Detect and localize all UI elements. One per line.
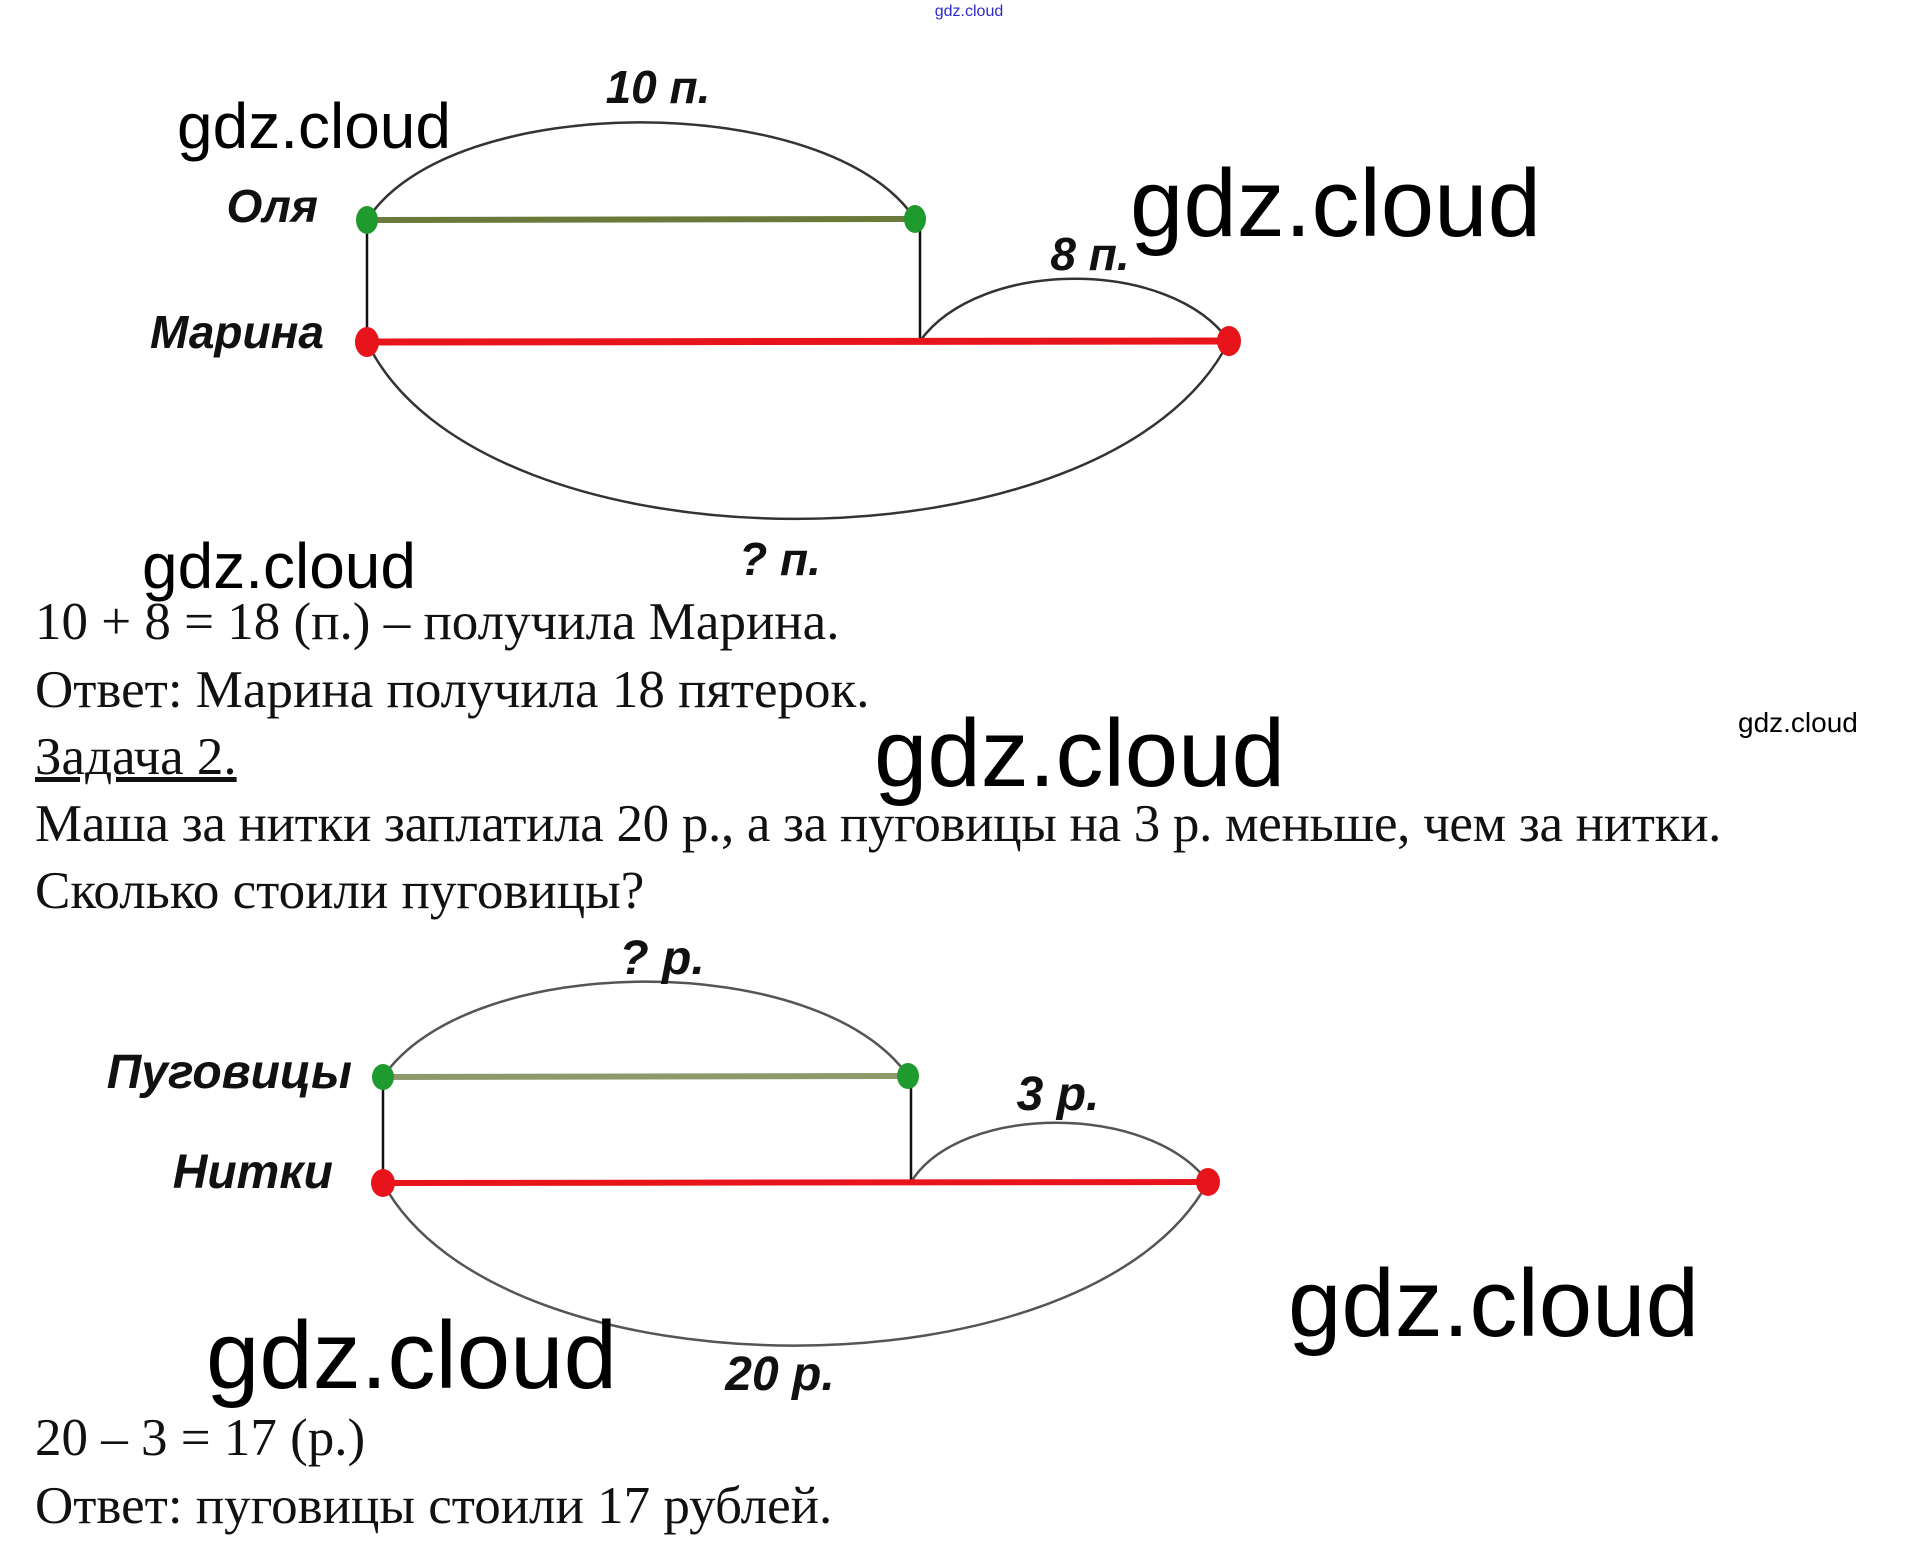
arc-difference [918, 277, 1231, 342]
watermark: gdz.cloud [874, 700, 1285, 807]
watermark: gdz.cloud [177, 90, 451, 162]
label-bottom-arc: ? п. [739, 533, 821, 585]
point-red [371, 1169, 395, 1197]
watermark: gdz.cloud [206, 1302, 617, 1409]
label-buttons: Пуговицы [107, 1046, 352, 1099]
label-diff-arc: 8 п. [1050, 228, 1129, 280]
watermark: gdz.cloud [1130, 150, 1541, 257]
point-green [356, 206, 378, 234]
label-bottom-arc: 20 р. [724, 1348, 834, 1401]
watermark: gdz.cloud [1738, 707, 1858, 738]
task2-title: Задача 2. [35, 728, 237, 786]
point-green [904, 205, 926, 233]
task1-solution: 10 + 8 = 18 (п.) – получила Марина. [35, 593, 840, 651]
arc-bottom [381, 1181, 1210, 1347]
task2-answer: Ответ: пуговицы стоили 17 рублей. [35, 1477, 833, 1535]
point-red [1217, 326, 1241, 356]
point-red [355, 327, 379, 357]
watermark-small-top: gdz.cloud [935, 3, 1004, 20]
segment-buttons [382, 1073, 909, 1080]
label-diff-arc: 3 р. [1017, 1068, 1100, 1121]
point-green [372, 1064, 394, 1090]
watermark: gdz.cloud [142, 530, 416, 602]
arc-difference [909, 1121, 1210, 1183]
label-top-arc: ? р. [619, 932, 704, 985]
task1-answer: Ответ: Марина получила 18 пятерок. [35, 661, 870, 719]
task2-condition-line2: Сколько стоили пуговицы? [35, 862, 645, 920]
diagram-task2: Пуговицы Нитки ? р. 3 р. 20 р. [107, 932, 1220, 1401]
arc-top [365, 121, 917, 221]
segment-threads [382, 1179, 1209, 1186]
arc-top [381, 980, 910, 1078]
task2-solution: 20 – 3 = 17 (р.) [35, 1409, 366, 1467]
label-threads: Нитки [173, 1146, 333, 1199]
point-red [1196, 1168, 1220, 1196]
arc-bottom [365, 340, 1231, 520]
label-olya: Оля [227, 180, 318, 232]
task2-condition-line1: Маша за нитки заплатила 20 р., а за пуго… [35, 795, 1722, 853]
diagram-task1: Оля Марина 10 п. 8 п. ? п. [150, 61, 1241, 585]
watermark: gdz.cloud [1288, 1250, 1699, 1357]
label-marina: Марина [150, 306, 324, 358]
point-green [897, 1063, 919, 1089]
label-top-arc: 10 п. [606, 61, 711, 113]
segment-olya [366, 216, 916, 223]
segment-marina [366, 337, 1230, 346]
